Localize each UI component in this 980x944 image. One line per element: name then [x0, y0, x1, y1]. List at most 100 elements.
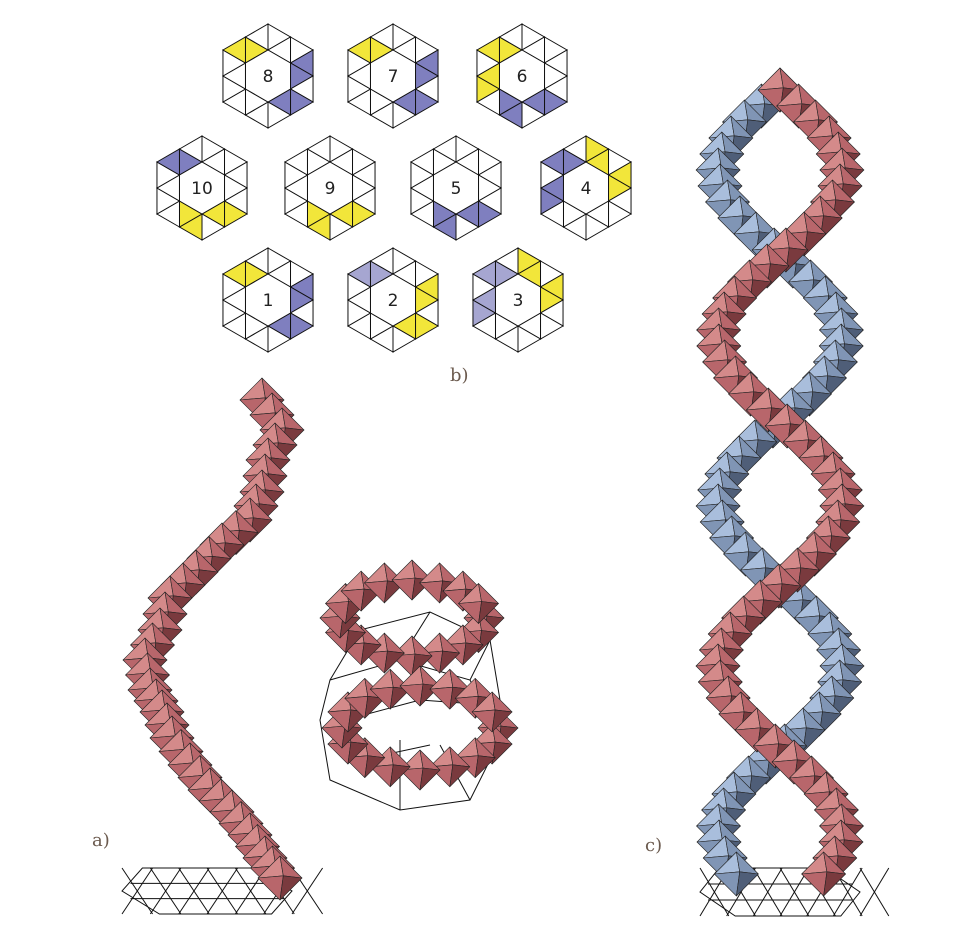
octahedron-facet: [454, 695, 479, 719]
panel-label-c: c): [645, 835, 662, 856]
lattice-line: [832, 867, 863, 917]
lattice-line: [206, 867, 239, 915]
hex-tile: 9: [283, 135, 377, 241]
octahedron-facet: [766, 263, 790, 289]
lattice-line: [178, 867, 210, 915]
lattice-line: [291, 867, 324, 915]
octahedron-facet: [809, 391, 832, 417]
octahedron-facet: [811, 755, 834, 779]
hex-tile: 5: [409, 135, 503, 241]
octahedron-facet: [722, 99, 749, 123]
coiled-octahedra-ring: [319, 559, 519, 791]
hex-number-label: 9: [325, 179, 336, 199]
octahedron-facet: [803, 231, 827, 257]
hex-center: [306, 161, 354, 215]
octahedron-facet: [344, 677, 369, 699]
hex-number-label: 5: [451, 179, 462, 199]
hex-triangle: [498, 23, 523, 51]
octahedron-facet: [340, 570, 365, 592]
hex-center: [369, 49, 417, 103]
octahedron-facet: [341, 725, 363, 749]
octahedron-facet: [823, 871, 846, 897]
hex-tile: 6: [475, 23, 569, 129]
octahedron-facet: [364, 562, 388, 584]
octahedron-facet: [778, 583, 802, 609]
hex-center: [494, 273, 542, 327]
hex-tile: 2: [346, 247, 440, 353]
octahedron-facet: [757, 67, 784, 91]
hex-center: [244, 273, 292, 327]
octahedron-facet: [785, 247, 809, 273]
octahedron-facet: [735, 355, 758, 379]
octahedron-facet: [802, 727, 826, 753]
octahedron-facet: [279, 875, 303, 901]
lattice-line: [149, 867, 182, 915]
octahedra-strand: [122, 377, 305, 901]
hex-triangle: [244, 23, 269, 51]
hex-center: [178, 161, 226, 215]
octahedron-facet: [429, 686, 454, 710]
hex-tile: 7: [346, 23, 440, 129]
octahedron-facet: [491, 709, 513, 733]
double-helix-strands: [695, 67, 865, 897]
octahedron-facet: [474, 755, 496, 779]
hex-center: [244, 49, 292, 103]
hex-triangle: [369, 23, 394, 51]
hex-center: [369, 273, 417, 327]
hex-triangle: [306, 135, 331, 163]
hex-number-label: 8: [263, 67, 274, 87]
octahedron-facet: [454, 737, 479, 759]
single-strand-panel: [121, 377, 519, 915]
hex-triangle: [494, 247, 519, 275]
octahedron-facet: [327, 691, 352, 713]
octahedron-facet: [727, 259, 754, 283]
double-helix-panel: [695, 67, 890, 917]
octahedron-facet: [832, 451, 856, 475]
octahedron-facet: [369, 668, 394, 690]
octahedron-facet: [721, 595, 748, 619]
hex-tile: 4: [539, 135, 633, 241]
octahedron-facet: [239, 377, 266, 401]
octahedron-facet: [462, 642, 484, 666]
octahedron-facet: [389, 764, 411, 788]
octahedron-facet: [478, 601, 499, 624]
lattice-line: [752, 867, 783, 917]
hex-triangle: [432, 135, 457, 163]
octahedron-facet: [281, 407, 305, 431]
hex-triangle: [562, 135, 587, 163]
lattice-line: [859, 867, 890, 917]
panel-label-a: a): [92, 830, 110, 851]
octahedron-facet: [491, 741, 513, 765]
octahedron-facet: [449, 764, 471, 788]
octahedron-facet: [701, 291, 728, 315]
octahedron-facet: [364, 755, 386, 779]
octahedron-facet: [478, 630, 499, 653]
hex-center: [432, 161, 480, 215]
octahedron-facet: [736, 871, 759, 897]
octahedron-facet: [345, 630, 366, 653]
hex-number-label: 7: [388, 67, 399, 87]
cube-edge: [359, 611, 501, 701]
cube-edge: [469, 639, 491, 681]
octahedron-facet: [360, 642, 382, 666]
octahedron-facet: [802, 355, 829, 379]
octahedron-facet: [478, 583, 499, 604]
octahedron-facet: [347, 741, 369, 765]
octahedron-facet: [384, 632, 405, 654]
lattice-line: [121, 867, 154, 915]
octahedron-facet: [364, 695, 386, 719]
octahedron-facet: [814, 551, 837, 577]
octahedron-facet: [360, 624, 382, 646]
octahedron-facet: [810, 259, 833, 283]
octahedron-facet: [384, 650, 405, 674]
hex-number-label: 3: [513, 291, 524, 311]
octahedron-facet: [419, 580, 443, 604]
hex-tile: 1: [221, 247, 315, 353]
hex-tile: 3: [471, 247, 565, 353]
octahedron-facet: [419, 767, 441, 791]
hex-triangle: [178, 135, 203, 163]
octahedron-facet: [147, 575, 174, 599]
octahedron-facet: [364, 737, 386, 759]
